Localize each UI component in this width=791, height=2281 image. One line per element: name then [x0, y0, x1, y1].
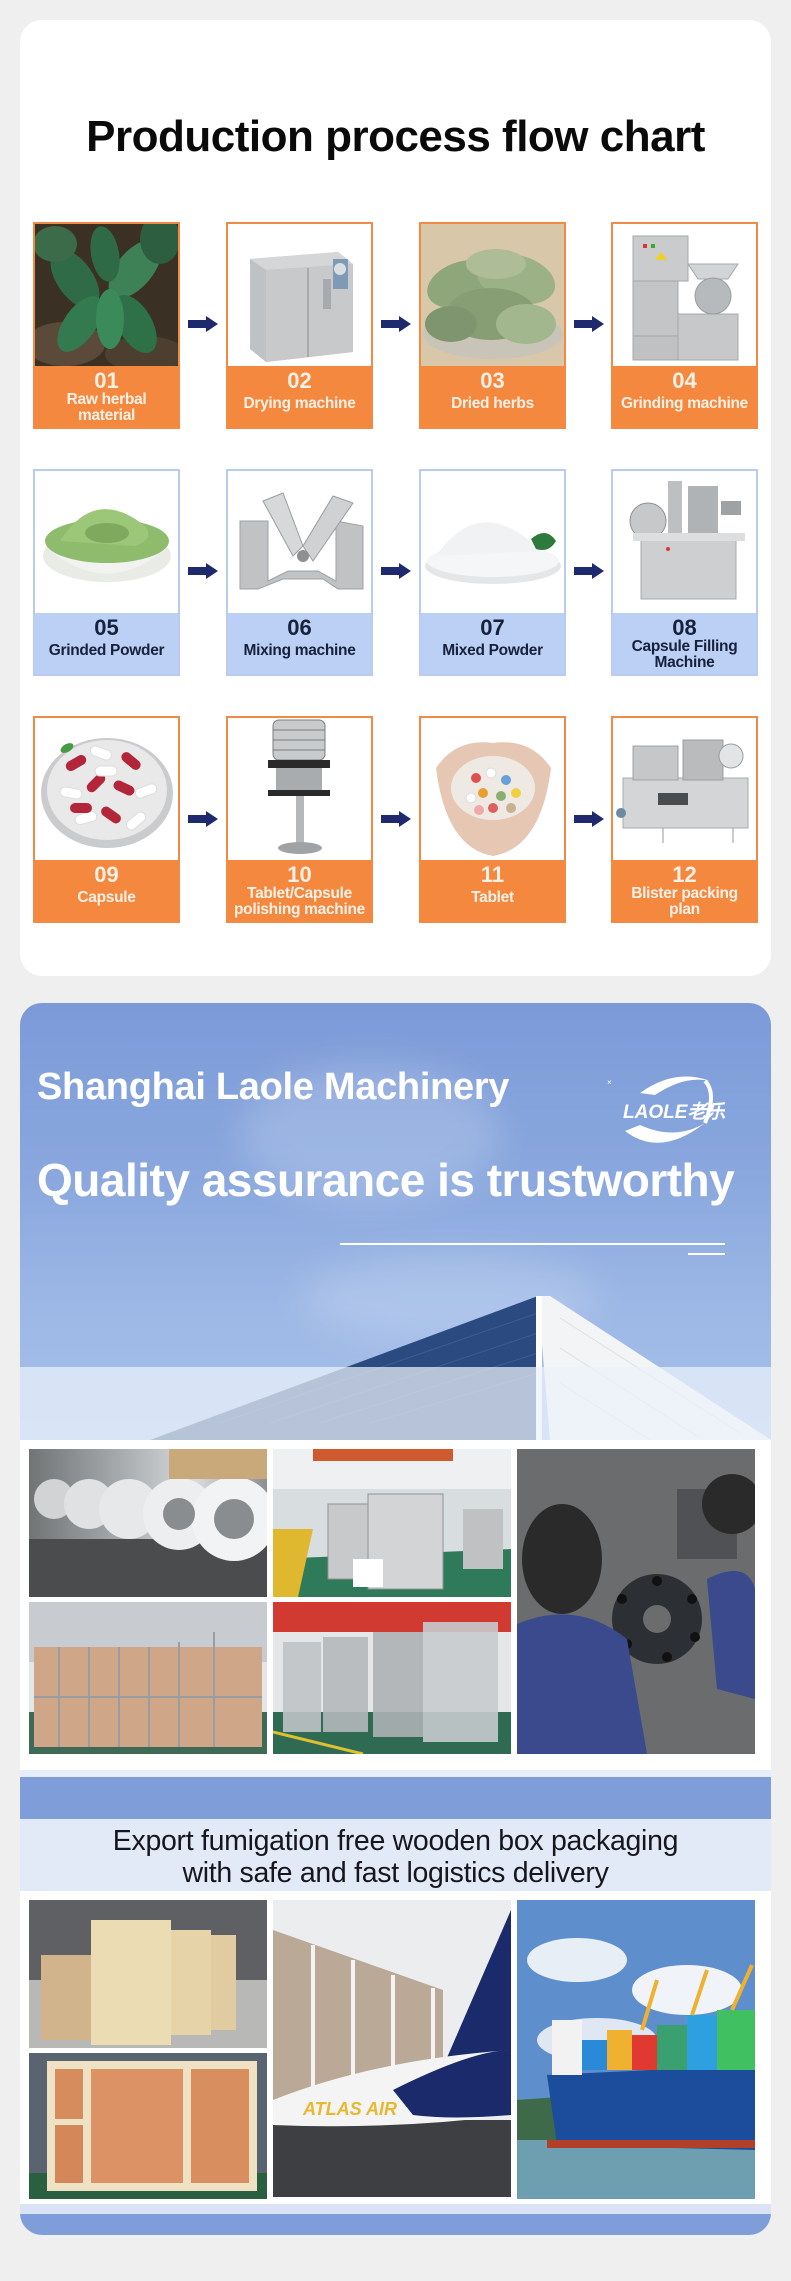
factory-photo: [273, 1449, 511, 1597]
flow-chart-title: Production process flow chart: [86, 112, 705, 161]
step-label: 08 Capsule Filling Machine: [613, 613, 756, 674]
svg-text:ATLAS AIR: ATLAS AIR: [302, 2099, 397, 2119]
arrow-right-icon: [574, 316, 604, 332]
arrow-right-icon: [381, 316, 411, 332]
step-04: 04 Grinding machine: [611, 222, 758, 429]
step-label: 06 Mixing machine: [228, 613, 371, 674]
capsules-image: [35, 718, 178, 860]
capsule-filling-machine-image: [613, 471, 756, 613]
workers-assembly-photo: [517, 1449, 755, 1754]
arrow-right-icon: [188, 563, 218, 579]
company-card: Shanghai Laole Machinery Quality assuran…: [20, 1003, 771, 2235]
logistics-caption: Export fumigation free wooden box packag…: [20, 1819, 771, 1891]
step-label: 10 Tablet/Capsule polishing machine: [228, 860, 371, 921]
arrow-right-icon: [381, 811, 411, 827]
mixing-machine-image: [228, 471, 371, 613]
company-hero-banner: Shanghai Laole Machinery Quality assuran…: [20, 1003, 771, 1440]
company-headline: Shanghai Laole Machinery: [37, 1066, 510, 1108]
wooden-crates-photo: [29, 1602, 267, 1754]
arrow-right-icon: [188, 316, 218, 332]
step-09: 09 Capsule: [33, 716, 180, 923]
arrow-right-icon: [574, 563, 604, 579]
arrow-right-icon: [188, 811, 218, 827]
white-powder-image: [421, 471, 564, 613]
wrapped-machines-photo: [273, 1602, 511, 1754]
tablets-in-hands-image: [421, 718, 564, 860]
step-11: 11 Tablet: [419, 716, 566, 923]
step-03: 03 Dried herbs: [419, 222, 566, 429]
container-ship-photo: [517, 1900, 755, 2199]
cargo-plane-photo: ATLAS AIR: [273, 1900, 511, 2197]
wooden-boxes-photo: [29, 1900, 267, 2048]
haze-overlay: [20, 1367, 771, 1440]
svg-text:LAOLE老乐: LAOLE老乐: [623, 1101, 725, 1123]
grinding-machine-image: [613, 224, 756, 366]
blister-packing-machine-image: [613, 718, 756, 860]
step-07: 07 Mixed Powder: [419, 469, 566, 676]
step-label: 01 Raw herbal material: [35, 366, 178, 427]
step-10: 10 Tablet/Capsule polishing machine: [226, 716, 373, 923]
polishing-machine-image: [228, 718, 371, 860]
step-06: 06 Mixing machine: [226, 469, 373, 676]
plywood-crate-photo: [29, 2053, 267, 2199]
divider-line-short: [688, 1253, 725, 1255]
step-08: 08 Capsule Filling Machine: [611, 469, 758, 676]
factory-photo-grid: [20, 1440, 771, 1770]
step-label: 03 Dried herbs: [421, 366, 564, 427]
step-02: 02 Drying machine: [226, 222, 373, 429]
step-label: 11 Tablet: [421, 860, 564, 921]
step-label: 05 Grinded Powder: [35, 613, 178, 674]
logistics-photo-grid: ATLAS AIR: [20, 1891, 771, 2214]
step-05: 05 Grinded Powder: [33, 469, 180, 676]
company-tagline: Quality assurance is trustworthy: [37, 1154, 735, 1206]
arrow-right-icon: [574, 811, 604, 827]
herbal-plant-image: [35, 224, 178, 366]
step-label: 07 Mixed Powder: [421, 613, 564, 674]
step-label: 02 Drying machine: [228, 366, 371, 427]
step-01: 01 Raw herbal material: [33, 222, 180, 429]
footer-strip: [20, 2204, 771, 2214]
footer-band: [20, 2214, 771, 2235]
step-12: 12 Blister packing plan: [611, 716, 758, 923]
step-label: 12 Blister packing plan: [613, 860, 756, 921]
arrow-right-icon: [381, 563, 411, 579]
svg-text:×: ×: [607, 1078, 612, 1087]
step-label: 09 Capsule: [35, 860, 178, 921]
section-band: [20, 1777, 771, 1819]
step-label: 04 Grinding machine: [613, 366, 756, 427]
dried-herbs-image: [421, 224, 564, 366]
drying-machine-image: [228, 224, 371, 366]
factory-photo: [29, 1449, 267, 1597]
green-powder-image: [35, 471, 178, 613]
divider-line: [340, 1243, 725, 1245]
laole-logo-icon: LAOLE老乐 ×: [607, 1076, 725, 1143]
